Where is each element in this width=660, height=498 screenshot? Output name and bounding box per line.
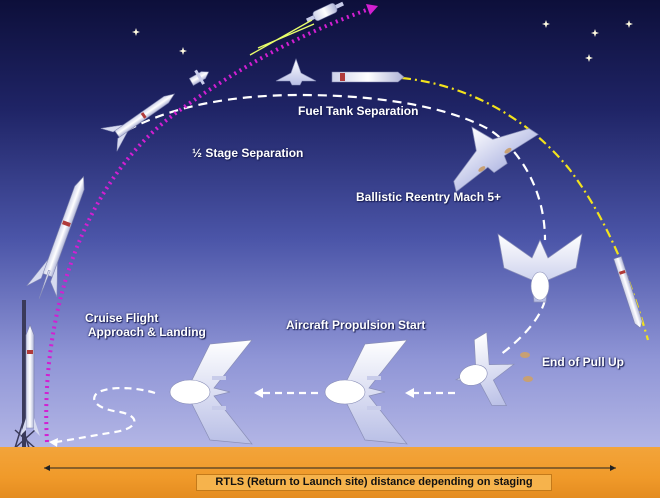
rocket-icon: [100, 93, 176, 152]
rocket-icon: [26, 175, 85, 299]
rtls-caption: RTLS (Return to Launch site) distance de…: [196, 474, 552, 491]
fuel-tank-icon: [331, 71, 405, 83]
spaceplane-icon: [275, 58, 317, 86]
spaceplane-icon: [497, 233, 583, 303]
spaceplane-icon: [454, 331, 516, 406]
spaceplane-icon: [169, 339, 253, 445]
label-fuel-tank-separation: Fuel Tank Separation: [298, 104, 419, 118]
label-cruise-flight: Cruise Flight Approach & Landing: [85, 311, 206, 339]
engine-pods: [520, 352, 533, 382]
satellite-icon: [306, 1, 344, 23]
star-icon: [132, 20, 633, 62]
moon-icon: [63, 10, 78, 34]
exhaust-plume: [249, 19, 315, 56]
label-aircraft-propulsion-start: Aircraft Propulsion Start: [286, 318, 426, 332]
ascent-arrowhead: [366, 4, 378, 15]
ascent-trajectory: [44, 6, 373, 443]
falling-tank-icon: [613, 256, 643, 329]
rtls-distance-arrow: [44, 465, 616, 471]
cruise-path-left: [55, 387, 156, 444]
rocket-on-pad-icon: [20, 324, 40, 436]
label-half-stage-separation: ½ Stage Separation: [192, 146, 304, 160]
spaceplane-icon: [324, 339, 408, 445]
pull-up-trajectory: [499, 299, 547, 356]
tank-trajectory: [401, 76, 650, 341]
label-ballistic-reentry: Ballistic Reentry Mach 5+: [356, 190, 502, 204]
return-trajectory: [127, 93, 547, 241]
launch-tower-icon: [14, 300, 36, 449]
spaceplane-icon: [453, 126, 539, 193]
upper-stage-icon: [188, 69, 210, 86]
label-end-of-pull-up: End of Pull Up: [542, 355, 624, 369]
